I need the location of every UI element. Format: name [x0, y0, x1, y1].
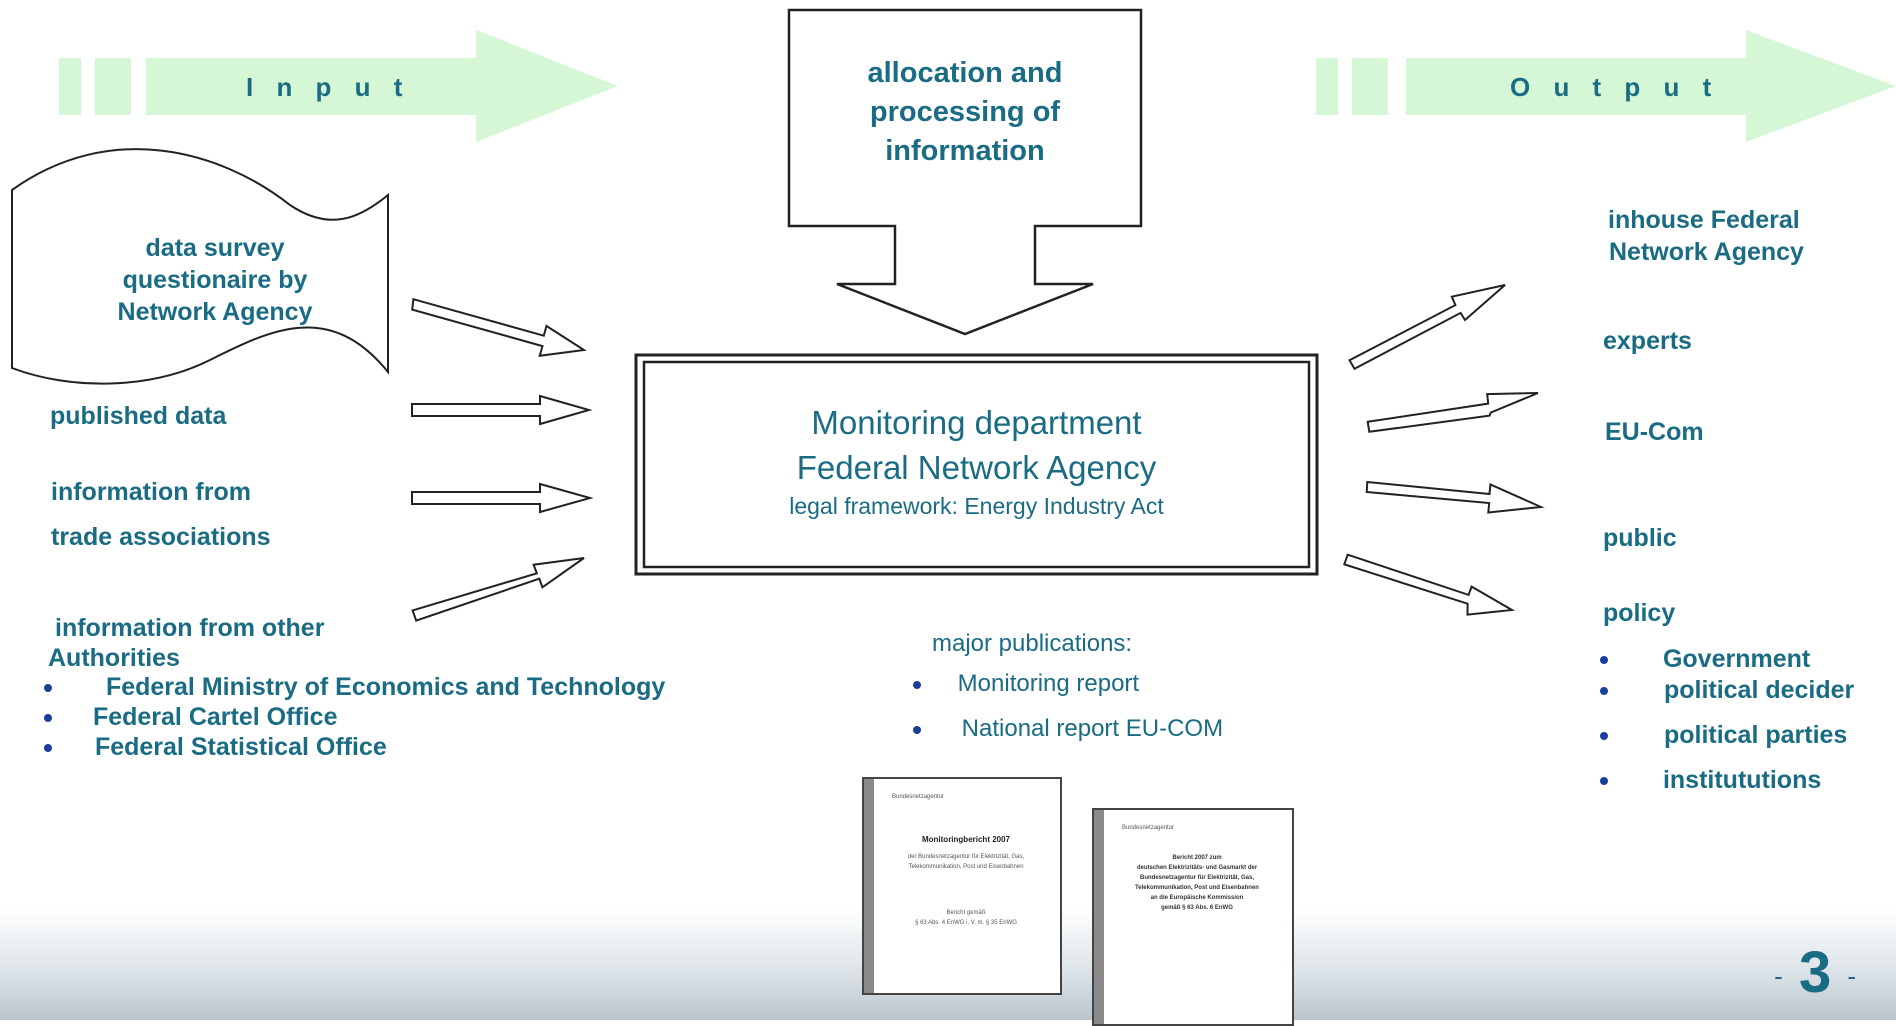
- output-eucom: EU-Com: [1605, 418, 1704, 446]
- page-number: - 3 -: [1774, 939, 1856, 1006]
- doc-title: Monitoringbericht 2007: [921, 835, 1010, 844]
- policy-item: political decider: [1600, 676, 1854, 705]
- policy-item-label: political parties: [1663, 721, 1848, 749]
- doc-foot-line: § 63 Abs. 4 EnWG i. V. m. § 35 EnWG: [915, 920, 1017, 926]
- center-subtitle: legal framework: Energy Industry Act: [789, 493, 1164, 519]
- page-dash-left: -: [1774, 961, 1783, 992]
- output-arrow-eucom: [1365, 480, 1545, 514]
- authority-item: Federal Cartel Office: [44, 703, 337, 732]
- bullet-icon: [1600, 687, 1608, 696]
- publication-item: National report EU-COM: [913, 715, 1223, 743]
- center-title-line1: Monitoring department: [811, 404, 1142, 441]
- doc-line: Bericht 2007 zum: [1172, 855, 1222, 861]
- output-inhouse-line1: inhouse Federal: [1608, 206, 1800, 234]
- source-associations-line1: information from: [51, 478, 251, 506]
- output-label: O u t p u t: [1510, 72, 1720, 102]
- output-public: public: [1603, 524, 1677, 552]
- allocation-line: information: [885, 135, 1045, 167]
- policy-item: institututions: [1600, 766, 1821, 795]
- policy-item: Government: [1600, 645, 1810, 674]
- input-arrow-survey: [411, 297, 587, 357]
- doc-line: deutschen Elektrizitäts- und Gasmarkt de…: [1136, 865, 1258, 871]
- allocation-callout-shape: [787, 8, 1143, 336]
- publications-heading: major publications:: [932, 630, 1133, 657]
- document-spine: [1094, 810, 1104, 1024]
- doc-line: Telekommunikation, Post und Eisenbahnen: [1135, 885, 1259, 891]
- allocation-line: processing of: [869, 96, 1061, 128]
- source-authorities-line1: information from other: [55, 614, 325, 642]
- policy-item-label: political decider: [1663, 676, 1855, 704]
- page-dash-right: -: [1847, 961, 1856, 992]
- bullet-icon: [1600, 777, 1608, 786]
- bullet-icon: [913, 680, 921, 689]
- doc-subtitle-line: der Bundesnetzagentur für Elektrizität, …: [907, 854, 1025, 860]
- survey-text: data survey questionaire by Network Agen…: [60, 232, 370, 328]
- source-published-data: published data: [50, 402, 227, 430]
- monitoring-department-box: [634, 353, 1319, 576]
- input-arrow-authorities: [411, 557, 585, 622]
- input-label: I n p u t: [246, 72, 411, 102]
- doc-header: Bundesnetzagentur: [1122, 825, 1175, 831]
- source-authorities-line2: Authorities: [48, 644, 180, 672]
- national-report-thumbnail: Bundesnetzagentur Bericht 2007 zum deuts…: [1092, 808, 1294, 1026]
- document-spine: [864, 779, 874, 993]
- policy-item: political parties: [1600, 721, 1847, 750]
- bullet-icon: [44, 714, 52, 723]
- doc-foot-line: Bericht gemäß: [946, 910, 986, 916]
- page-number-value: 3: [1798, 940, 1832, 1005]
- policy-item-label: institututions: [1662, 766, 1822, 794]
- authority-item: Federal Ministry of Economics and Techno…: [44, 673, 665, 702]
- allocation-text: allocation and processing of information: [789, 54, 1141, 171]
- allocation-line: allocation and: [867, 57, 1063, 89]
- bullet-icon: [44, 684, 52, 693]
- authority-item-label: Federal Statistical Office: [94, 733, 387, 761]
- bullet-icon: [44, 744, 52, 753]
- doc-subtitle-line: Telekommunikation, Post und Eisenbahnen: [908, 864, 1024, 870]
- authority-item-label: Federal Cartel Office: [92, 703, 338, 731]
- output-arrow-experts: [1366, 392, 1539, 433]
- doc-line: an die Europäische Kommission: [1150, 895, 1244, 901]
- authority-item-label: Federal Ministry of Economics and Techno…: [105, 673, 666, 701]
- survey-line: Network Agency: [117, 298, 313, 326]
- publication-item: Monitoring report: [913, 670, 1139, 698]
- monitoring-department-text: Monitoring department Federal Network Ag…: [644, 362, 1309, 567]
- monitoring-report-thumbnail: Bundesnetzagentur Monitoringbericht 2007…: [862, 777, 1062, 995]
- doc-line: Bundesnetzagentur für Elektrizität, Gas,: [1139, 875, 1255, 881]
- output-arrow-inhouse: [1348, 284, 1506, 371]
- doc-header: Bundesnetzagentur: [892, 794, 945, 800]
- output-inhouse-line2: Network Agency: [1609, 238, 1804, 266]
- input-banner-arrow: [59, 30, 618, 142]
- authority-item: Federal Statistical Office: [44, 733, 387, 762]
- publication-item-label: National report EU-COM: [961, 715, 1224, 742]
- publication-item-label: Monitoring report: [957, 670, 1140, 697]
- bullet-icon: [1600, 656, 1608, 665]
- bullet-icon: [1600, 732, 1608, 741]
- doc-line: gemäß § 63 Abs. 6 EnWG: [1161, 905, 1233, 911]
- output-policy: policy: [1603, 599, 1676, 627]
- input-arrow-associations: [411, 482, 594, 514]
- survey-line: data survey: [145, 234, 285, 262]
- output-experts: experts: [1603, 327, 1692, 355]
- source-associations-line2: trade associations: [51, 523, 271, 551]
- output-banner-arrow: [1316, 30, 1896, 142]
- survey-line: questionaire by: [122, 266, 308, 294]
- input-arrow-published: [411, 394, 593, 426]
- policy-item-label: Government: [1662, 645, 1811, 673]
- bullet-icon: [913, 725, 921, 734]
- output-arrow-public: [1343, 553, 1516, 616]
- center-title-line2: Federal Network Agency: [796, 449, 1157, 486]
- survey-document-shape: [11, 148, 389, 385]
